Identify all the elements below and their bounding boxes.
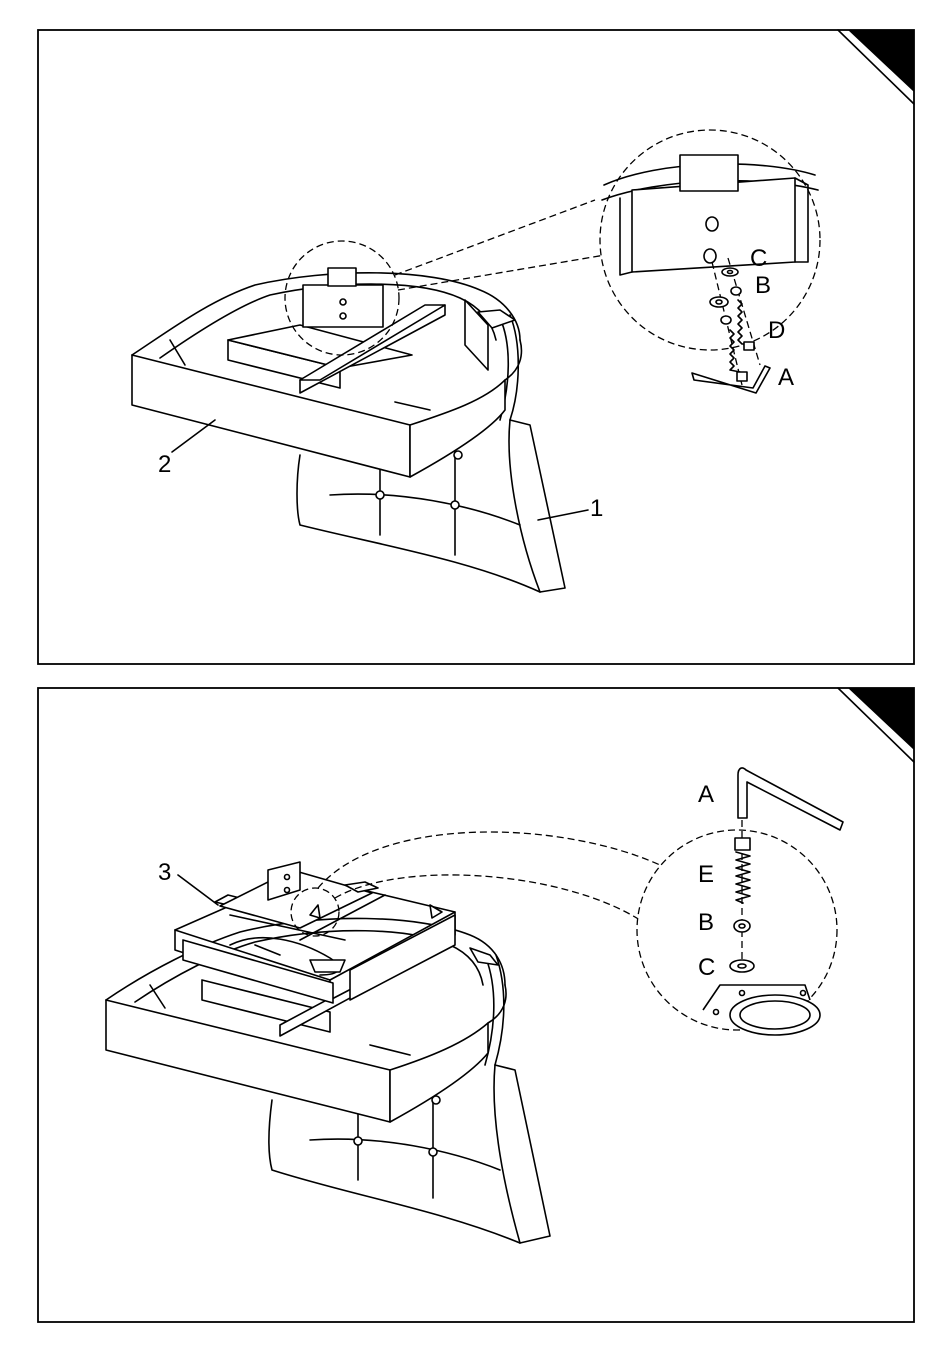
label-hardware-a-2: A	[698, 781, 714, 808]
step-2-panel: 3 A E B C	[38, 688, 914, 1322]
label-hardware-c-1: C	[750, 245, 767, 272]
label-part-1: 1	[590, 495, 603, 522]
label-hardware-b-1: B	[755, 272, 771, 299]
label-part-2: 2	[158, 451, 171, 478]
label-hardware-b-2: B	[698, 909, 714, 936]
spring-washer-b	[731, 287, 741, 295]
allen-key-a-2	[738, 768, 843, 830]
bolt-e	[735, 838, 750, 850]
label-part-3: 3	[158, 859, 171, 886]
step-1-panel: 2 1 C B D A	[38, 30, 914, 664]
step-2-corner-marker	[848, 688, 914, 750]
label-hardware-e-2: E	[698, 861, 714, 888]
label-hardware-a-1: A	[778, 364, 794, 391]
label-hardware-d-1: D	[768, 317, 785, 344]
step-1-corner-marker	[848, 30, 914, 92]
corner-block-small	[303, 268, 383, 327]
label-hardware-c-2: C	[698, 954, 715, 981]
swivel-plate-assembly	[175, 862, 455, 1003]
